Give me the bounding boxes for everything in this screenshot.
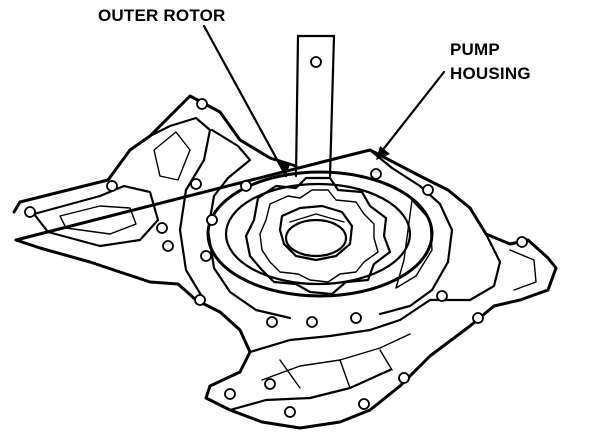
pump-housing bbox=[12, 94, 558, 430]
pump-label: PUMP bbox=[450, 40, 500, 59]
inner-rotor bbox=[278, 204, 354, 262]
tool-handle bbox=[294, 34, 336, 178]
outer-rotor-leader bbox=[202, 24, 290, 178]
housing-label: HOUSING bbox=[450, 64, 531, 83]
outer-rotor bbox=[206, 170, 434, 298]
bolt-holes bbox=[24, 98, 528, 418]
pump-housing-leader bbox=[376, 70, 446, 160]
outer-rotor-label: OUTER ROTOR bbox=[98, 6, 226, 25]
